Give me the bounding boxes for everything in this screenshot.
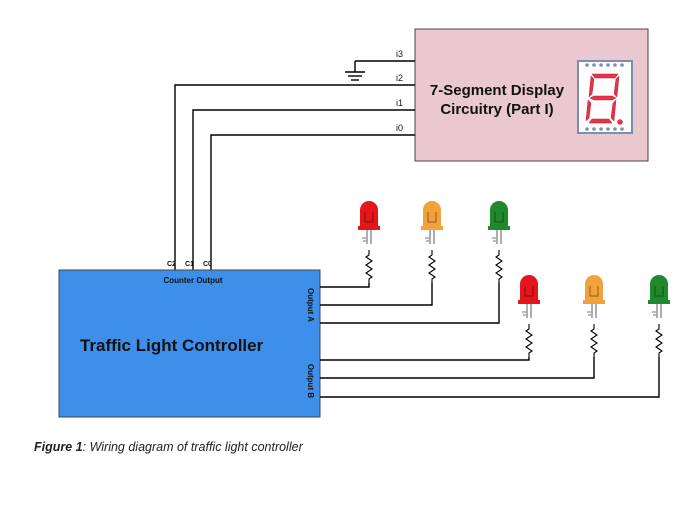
output-a-label: Output A bbox=[306, 288, 315, 322]
figure-caption-text: : Wiring diagram of traffic light contro… bbox=[82, 440, 303, 454]
counter-pin-c0: C0 bbox=[203, 261, 212, 268]
led-a-red-icon bbox=[357, 200, 381, 245]
controller-box bbox=[58, 269, 321, 418]
led-b-green-icon bbox=[647, 274, 671, 319]
led-b-red-icon bbox=[517, 274, 541, 319]
counter-output-label: Counter Output bbox=[163, 276, 222, 285]
resistors bbox=[365, 250, 663, 357]
input-label-i2: i2 bbox=[396, 73, 403, 83]
led-a-green-icon bbox=[487, 200, 511, 245]
ground-icon bbox=[345, 71, 365, 81]
output-b-label: Output B bbox=[306, 364, 315, 398]
input-label-i1: i1 bbox=[396, 98, 403, 108]
controller-title: Traffic Light Controller bbox=[80, 336, 264, 355]
figure-label: Figure 1 bbox=[34, 440, 83, 454]
output-wires bbox=[320, 283, 660, 398]
counter-wires bbox=[174, 84, 415, 270]
counter-pin-c1: C1 bbox=[185, 261, 194, 268]
display-title-line2: Circuitry (Part I) bbox=[440, 101, 553, 118]
display-title-line1: 7-Segment Display bbox=[430, 82, 565, 99]
figure-caption: Figure 1: Wiring diagram of traffic ligh… bbox=[34, 440, 303, 454]
led-b-amber-icon bbox=[582, 274, 606, 319]
led-a-amber-icon bbox=[420, 200, 444, 245]
counter-pin-c2: C2 bbox=[167, 261, 176, 268]
seven-segment-digit-icon bbox=[577, 60, 633, 134]
input-label-i0: i0 bbox=[396, 123, 403, 133]
input-label-i3: i3 bbox=[396, 49, 403, 59]
